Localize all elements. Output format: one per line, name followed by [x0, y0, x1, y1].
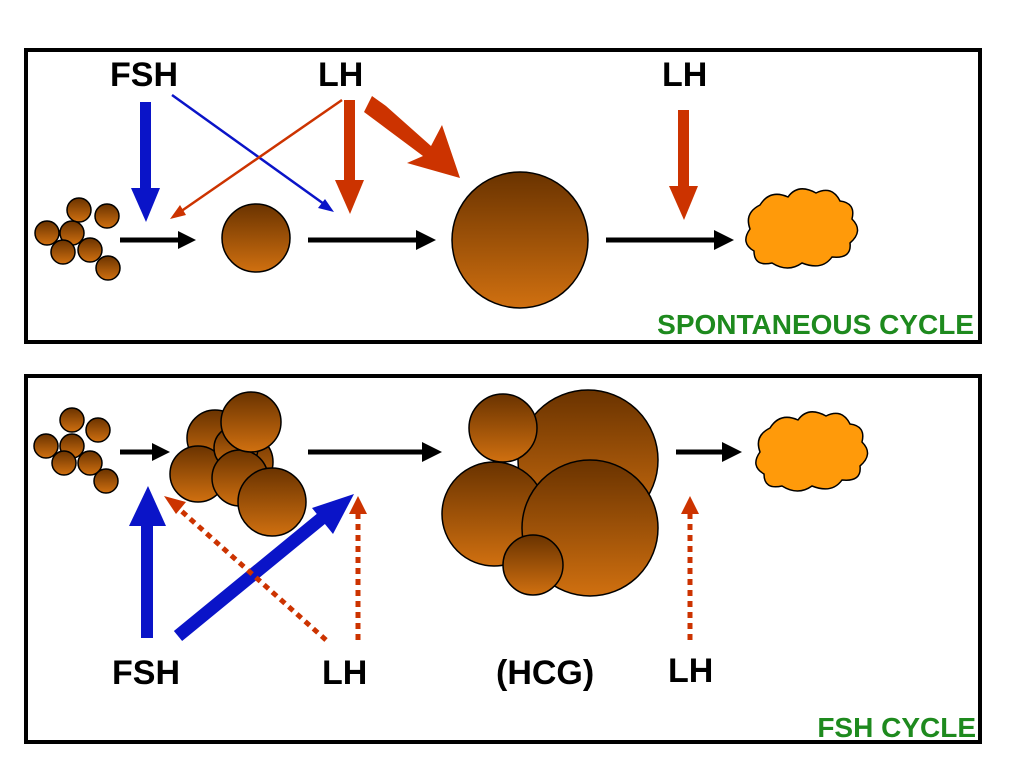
lh-arrow-right	[669, 110, 698, 220]
primordial-follicles	[33, 407, 119, 494]
dominant-follicle	[451, 171, 589, 309]
panel-spontaneous-cycle: FSH LH LH	[24, 48, 982, 344]
lh-label: LH	[318, 56, 363, 94]
fsh-arrow	[131, 102, 160, 222]
fsh-label: FSH	[112, 654, 180, 692]
multiple-growing-follicles	[169, 391, 307, 537]
lh-arrow	[335, 100, 364, 214]
fsh-label: FSH	[110, 56, 178, 94]
panel-frame	[24, 374, 982, 744]
lh-label-right: LH	[668, 652, 713, 690]
fsh-arrow	[129, 486, 166, 638]
corpus-luteum	[755, 411, 869, 492]
panel-fsh-cycle: FSH LH (HCG) LH FSH CYCLE	[24, 374, 982, 744]
multiple-dominant-follicles	[441, 389, 659, 597]
fsh-arrow-diagonal	[173, 494, 354, 642]
hcg-label: (HCG)	[496, 654, 594, 692]
lh-arrow-dotted	[164, 496, 328, 642]
progression-arrow	[308, 230, 436, 250]
progression-arrow	[120, 231, 196, 249]
progression-arrow	[120, 443, 170, 461]
lh-arrow-thin	[170, 98, 343, 219]
progression-arrow	[308, 442, 442, 462]
lh-surge-arrow	[364, 96, 460, 178]
progression-arrow	[676, 442, 742, 462]
fsh-arrow-thin	[171, 93, 334, 212]
lh-label-right: LH	[662, 56, 707, 94]
primordial-follicles	[34, 197, 121, 281]
fsh-cycle-caption: FSH CYCLE	[817, 712, 976, 743]
corpus-luteum	[745, 188, 859, 269]
lh-arrow-dotted-up	[349, 496, 367, 640]
lh-arrow-dotted-up-right	[681, 496, 699, 640]
growing-follicle	[221, 203, 291, 273]
progression-arrow	[606, 230, 734, 250]
lh-label: LH	[322, 654, 367, 692]
panel-frame	[24, 48, 982, 344]
spontaneous-cycle-caption: SPONTANEOUS CYCLE	[657, 309, 974, 340]
